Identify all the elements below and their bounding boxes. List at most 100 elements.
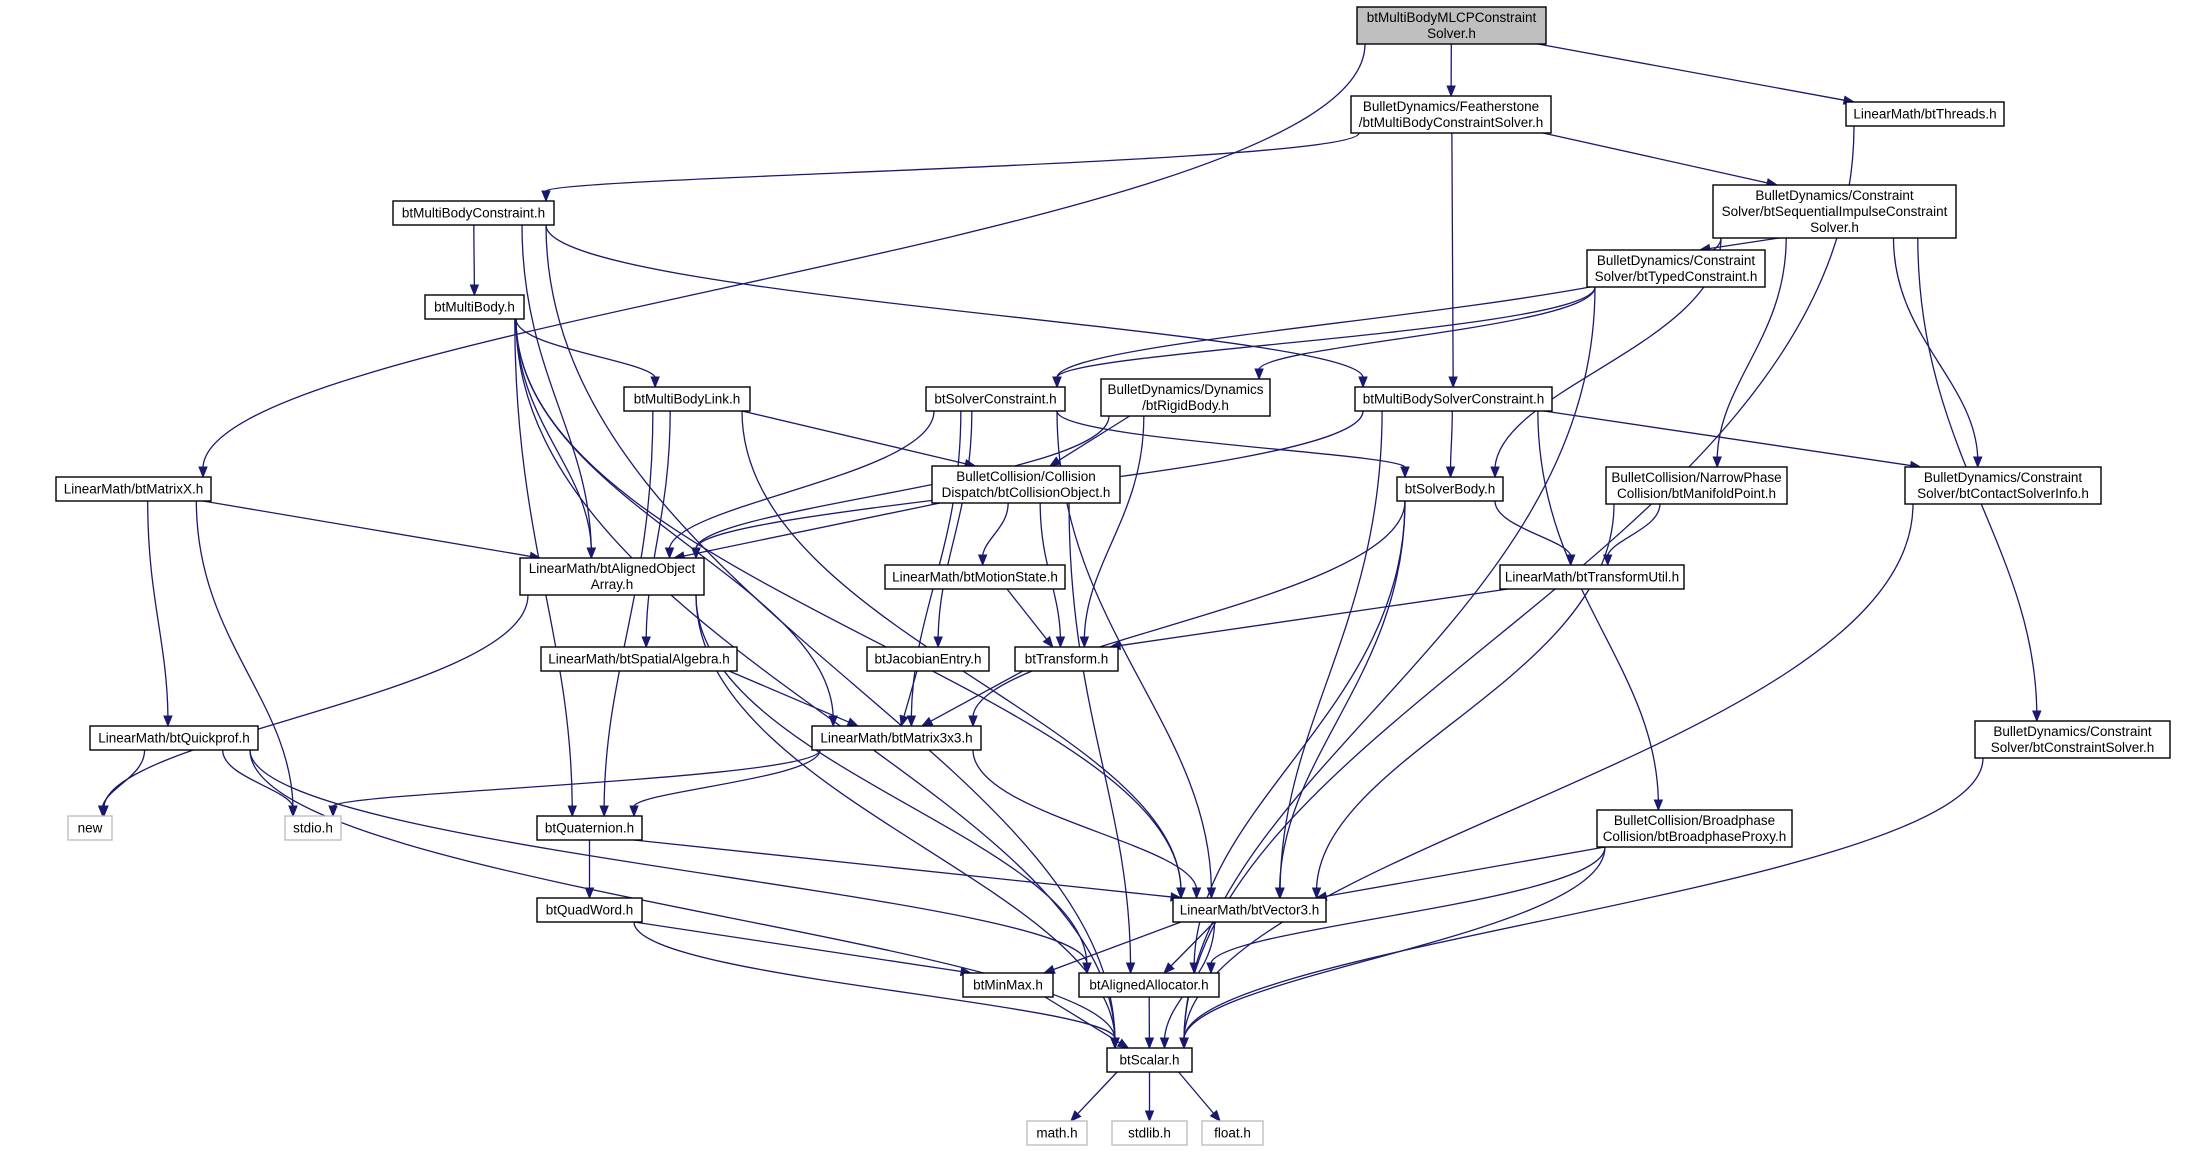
node-math: math.h xyxy=(1026,1120,1088,1146)
node-fsolver[interactable]: BulletDynamics/Featherstone/btMultiBodyC… xyxy=(1350,95,1552,134)
arrowhead xyxy=(1274,887,1285,900)
node-solverconstraint[interactable]: btSolverConstraint.h xyxy=(925,386,1066,412)
node-box xyxy=(1596,809,1793,848)
node-label: Solver/btConstraintSolver.h xyxy=(1991,740,2155,755)
node-alignedallocator[interactable]: btAlignedAllocator.h xyxy=(1078,972,1220,998)
node-manifoldpoint[interactable]: BulletCollision/NarrowPhaseCollision/btM… xyxy=(1605,466,1788,505)
node-mblink[interactable]: btMultiBodyLink.h xyxy=(623,386,751,412)
node-label: Solver/btSequentialImpulseConstraint xyxy=(1722,204,1948,219)
node-scalar[interactable]: btScalar.h xyxy=(1106,1047,1193,1073)
node-box xyxy=(962,972,1054,998)
nodes-layer: btMultiBodyMLCPConstraintSolver.hBulletD… xyxy=(55,6,2171,1146)
edge-line xyxy=(515,318,593,549)
edge-line xyxy=(930,670,1024,722)
arrowhead xyxy=(163,715,173,728)
edge-matrix3x3-to-vector3 xyxy=(972,749,1202,900)
edge-line xyxy=(1449,410,1453,468)
arrowhead xyxy=(1163,962,1175,974)
node-box xyxy=(392,200,555,226)
edge-line xyxy=(633,839,1172,898)
edge-scalar-to-math xyxy=(1069,1071,1118,1122)
node-typedconstraint[interactable]: BulletDynamics/ConstraintSolver/btTypedC… xyxy=(1586,249,1766,288)
edge-line xyxy=(1537,43,1845,101)
arrowhead xyxy=(198,466,208,479)
node-quaternion[interactable]: btQuaternion.h xyxy=(536,815,643,841)
arrowhead xyxy=(586,547,597,560)
arrowhead xyxy=(977,554,988,567)
node-seqimpulse[interactable]: BulletDynamics/ConstraintSolver/btSequen… xyxy=(1712,184,1957,239)
node-vector3[interactable]: LinearMath/btVector3.h xyxy=(1172,897,1327,923)
edge-alignedallocator-to-scalar xyxy=(1144,996,1155,1050)
node-jacobianentry[interactable]: btJacobianEntry.h xyxy=(866,646,990,672)
arrowhead xyxy=(97,805,108,818)
node-mbsolverconstraint[interactable]: btMultiBodySolverConstraint.h xyxy=(1354,386,1553,412)
node-contactsolverinfo[interactable]: BulletDynamics/ConstraintSolver/btContac… xyxy=(1904,466,2102,505)
node-mbconstraint[interactable]: btMultiBodyConstraint.h xyxy=(392,200,555,226)
node-quickprof[interactable]: LinearMath/btQuickprof.h xyxy=(89,725,259,751)
node-box xyxy=(925,386,1066,412)
edge-mbconstraint-to-mbsolverconstraint xyxy=(545,224,1368,389)
edge-typedconstraint-to-rigidbody xyxy=(1254,286,1596,381)
node-threads[interactable]: LinearMath/btThreads.h xyxy=(1845,101,2005,127)
arrowhead xyxy=(968,715,978,728)
arrowhead xyxy=(1602,554,1613,567)
node-transformutil[interactable]: LinearMath/btTransformUtil.h xyxy=(1499,564,1685,590)
edge-line xyxy=(521,224,592,549)
node-stdio: stdio.h xyxy=(284,815,342,841)
node-label: btQuaternion.h xyxy=(545,821,634,836)
node-label: Collision/btBroadphaseProxy.h xyxy=(1603,829,1787,844)
node-label: BulletDynamics/Featherstone xyxy=(1363,99,1539,114)
node-transform[interactable]: btTransform.h xyxy=(1014,646,1119,672)
node-label: LinearMath/btVector3.h xyxy=(1180,903,1320,918)
node-box xyxy=(1106,1047,1193,1073)
node-quadword[interactable]: btQuadWord.h xyxy=(536,897,643,923)
edge-line xyxy=(1053,921,1182,971)
node-box xyxy=(424,294,525,320)
arrowhead xyxy=(846,717,860,727)
edge-line xyxy=(972,749,1198,889)
edge-line xyxy=(1451,132,1454,378)
node-rigidbody[interactable]: BulletDynamics/Dynamics/btRigidBody.h xyxy=(1100,378,1271,417)
node-multibody[interactable]: btMultiBody.h xyxy=(424,294,525,320)
node-box xyxy=(536,815,643,841)
edge-matrixx-to-quickprof xyxy=(147,500,173,728)
edge-line xyxy=(633,921,962,973)
edge-line xyxy=(515,318,1116,1039)
arrowhead xyxy=(1191,887,1202,900)
edge-line xyxy=(633,749,821,807)
node-broadphaseproxy[interactable]: BulletCollision/BroadphaseCollision/btBr… xyxy=(1596,809,1793,848)
edge-quickprof-to-alignedallocator xyxy=(249,749,1092,975)
edge-matrixx-to-alignedobjectarray xyxy=(202,500,542,561)
arrowhead xyxy=(1069,1110,1082,1122)
edge-line xyxy=(147,500,169,717)
node-matrixx[interactable]: LinearMath/btMatrixX.h xyxy=(55,476,212,502)
node-label: btQuadWord.h xyxy=(546,903,634,918)
node-label: BulletDynamics/Constraint xyxy=(1993,724,2152,739)
node-box xyxy=(1396,476,1504,502)
node-collisionobject[interactable]: BulletCollision/CollisionDispatch/btColl… xyxy=(931,465,1121,504)
edge-solverbody-to-matrix3x3 xyxy=(968,500,1406,728)
edge-jacobianentry-to-matrix3x3 xyxy=(899,670,918,728)
edge-line xyxy=(741,410,966,465)
edge-line xyxy=(1119,588,1509,647)
arrowhead xyxy=(933,636,943,649)
edge-line xyxy=(1325,846,1606,897)
node-solverbody[interactable]: btSolverBody.h xyxy=(1396,476,1504,502)
node-label: LinearMath/btMatrix3x3.h xyxy=(820,731,972,746)
node-minmax[interactable]: btMinMax.h xyxy=(962,972,1054,998)
node-constraintsolver[interactable]: BulletDynamics/ConstraintSolver/btConstr… xyxy=(1974,720,2171,759)
node-spatialalgebra[interactable]: LinearMath/btSpatialAlgebra.h xyxy=(540,646,738,672)
edge-mbconstraint-to-multibody xyxy=(469,224,480,297)
node-box xyxy=(1845,101,2005,127)
node-box xyxy=(1014,646,1119,672)
arrowhead xyxy=(328,805,338,818)
edge-line xyxy=(249,749,1088,964)
node-label: btMultiBodyMLCPConstraint xyxy=(1367,10,1537,25)
edge-line xyxy=(545,132,1360,192)
edge-line xyxy=(1170,921,1215,967)
node-motionstate[interactable]: LinearMath/btMotionState.h xyxy=(884,564,1066,590)
node-matrix3x3[interactable]: LinearMath/btMatrix3x3.h xyxy=(811,725,982,751)
edge-line xyxy=(668,410,935,549)
